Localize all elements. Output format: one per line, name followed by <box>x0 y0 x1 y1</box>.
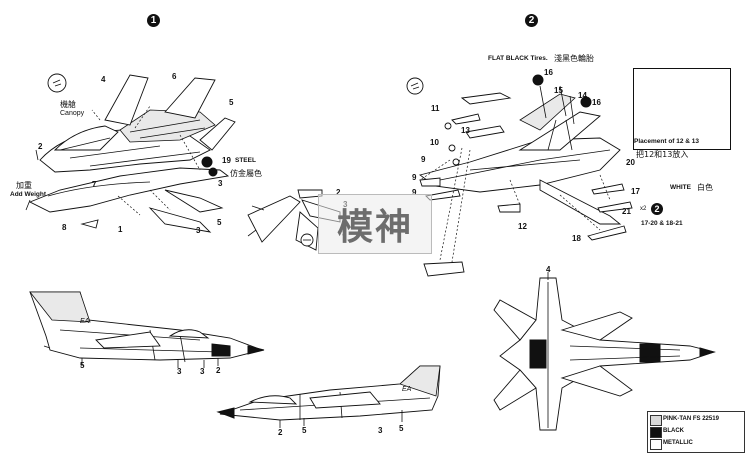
part-number: 2 <box>216 366 221 375</box>
part-number: 2 <box>278 428 283 437</box>
part-number: 5 <box>80 361 85 370</box>
part-number: 2 <box>38 142 43 151</box>
step-2-badge: 2 <box>525 14 538 27</box>
part-number: 16 <box>592 98 601 107</box>
part-number: 6 <box>172 72 177 81</box>
part-number: 1 <box>118 225 123 234</box>
step-2-ref-badge: 2 <box>651 203 663 215</box>
tires-en-label: FLAT BLACK Tires. <box>488 55 548 62</box>
part-number: 3 <box>378 426 383 435</box>
x2-label: x2 <box>640 206 647 212</box>
step1-fuselage <box>25 73 236 233</box>
part-number: 5 <box>217 218 222 227</box>
legend-label-pink-tan: PINK-TAN FS 22519 <box>663 416 719 422</box>
canopy-en-label: Canopy <box>60 110 85 117</box>
side-view-bottom <box>216 365 441 428</box>
part-number: 20 <box>626 158 635 167</box>
part-number: 7 <box>92 180 97 189</box>
part-number: 11 <box>431 104 440 113</box>
legend-swatch-metallic <box>650 439 662 450</box>
steel-part-number: 19 <box>222 156 231 165</box>
ref-label: 17-20 & 18-21 <box>641 220 683 227</box>
step2-fuselage <box>406 74 633 277</box>
canopy-cn-label: 機艙 <box>60 100 76 109</box>
legend-swatch-black <box>650 427 662 438</box>
legend-label-black: BLACK <box>663 428 684 434</box>
part-number: 5 <box>229 98 234 107</box>
aircraft-code: EA <box>80 318 90 325</box>
part-number: 5 <box>302 426 307 435</box>
watermark-text: 模神 <box>336 207 413 248</box>
color-legend: PINK-TAN FS 22519 BLACK METALLIC <box>647 411 745 453</box>
placement-inset <box>633 68 731 150</box>
aircraft-code: EA <box>402 386 412 393</box>
step-1-badge: 1 <box>147 14 160 27</box>
steel-en-label: STEEL <box>235 157 256 164</box>
part-number: 4 <box>101 75 106 84</box>
part-number: 4 <box>546 265 551 274</box>
part-number: 12 <box>518 222 527 231</box>
part-number: 18 <box>572 234 581 243</box>
part-number: 9 <box>412 188 417 197</box>
part-number: 17 <box>631 187 640 196</box>
part-number: 13 <box>461 126 470 135</box>
part-number: 16 <box>544 68 553 77</box>
part-number: 9 <box>412 173 417 182</box>
part-number: 9 <box>421 155 426 164</box>
legend-label-metallic: METALLIC <box>663 440 693 446</box>
white-cn-label: 白色 <box>697 183 713 192</box>
watermark: 模神 <box>318 194 432 254</box>
placement-cn-label: 把12和13放入 <box>636 150 689 159</box>
planform-view <box>493 272 716 431</box>
tires-cn-label: 淺黑色輪胎 <box>554 54 594 63</box>
part-number: 15 <box>554 86 563 95</box>
part-number: 14 <box>578 91 587 100</box>
legend-swatch-pink-tan <box>650 415 662 426</box>
part-number: 3 <box>218 179 223 188</box>
add-weight-en-label: Add Weight <box>10 191 46 198</box>
white-en-label: WHITE <box>670 184 691 191</box>
part-number: 10 <box>430 138 439 147</box>
part-number: 2 <box>336 188 341 197</box>
part-number: 5 <box>399 424 404 433</box>
part-number: 3 <box>200 367 205 376</box>
side-view-top <box>29 291 265 368</box>
part-number: 3 <box>177 367 182 376</box>
placement-en-label: Placement of 12 & 13 <box>634 138 700 145</box>
steel-cn-label: 仿金屬色 <box>230 169 262 178</box>
part-number: 21 <box>622 207 631 216</box>
part-number: 8 <box>62 223 67 232</box>
part-number: 3 <box>196 226 201 235</box>
add-weight-cn-label: 加重 <box>16 181 32 190</box>
